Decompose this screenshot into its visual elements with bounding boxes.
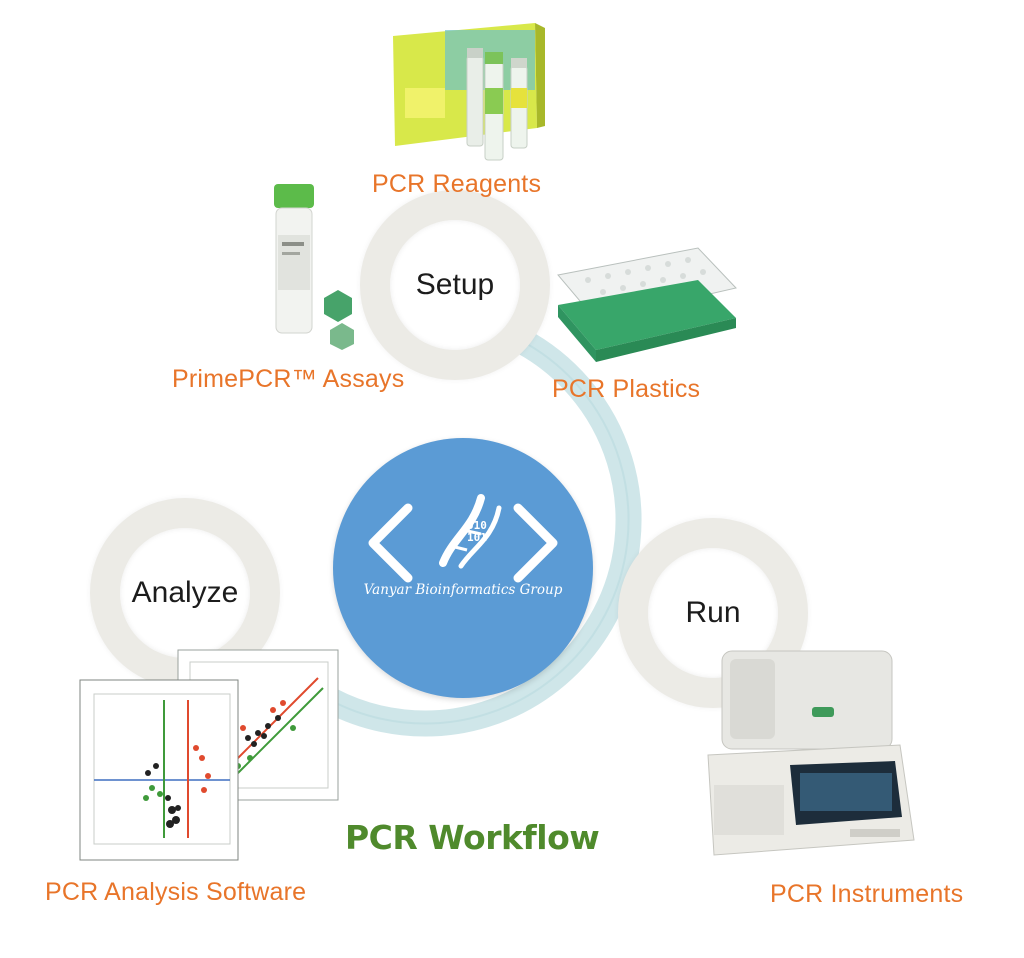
binary-digits: 010 101: [467, 520, 487, 544]
vanyar-logo: 010 101 Vanyar Bioinformatics Group: [333, 438, 593, 698]
pcr-instruments-label: PCR Instruments: [770, 880, 964, 908]
logo-text: Vanyar Bioinformatics Group: [363, 582, 563, 598]
pcr-plate-image: [557, 247, 737, 362]
setup-stage-ring: Setup: [360, 190, 550, 380]
dna-helix-icon: [439, 494, 502, 569]
workflow-title: PCR Workflow: [345, 818, 600, 857]
binary-row-2: 101: [467, 531, 487, 544]
primepcr-assays-label: PrimePCR™ Assays: [172, 365, 405, 393]
code-brackets-icon: [368, 503, 558, 583]
run-label: Run: [685, 596, 741, 629]
binary-row-1: 010: [467, 519, 487, 532]
assay-tube-image: [274, 184, 354, 350]
setup-label: Setup: [415, 268, 495, 301]
instrument-icon: [707, 650, 915, 856]
analyze-label: Analyze: [131, 576, 239, 609]
reagents-kit-image: [393, 23, 545, 161]
pcr-plastics-label: PCR Plastics: [552, 375, 701, 403]
pcr-reagents-label: PCR Reagents: [372, 170, 542, 198]
pcr-analysis-software-label: PCR Analysis Software: [45, 878, 307, 906]
analysis-software-image: [79, 649, 339, 861]
